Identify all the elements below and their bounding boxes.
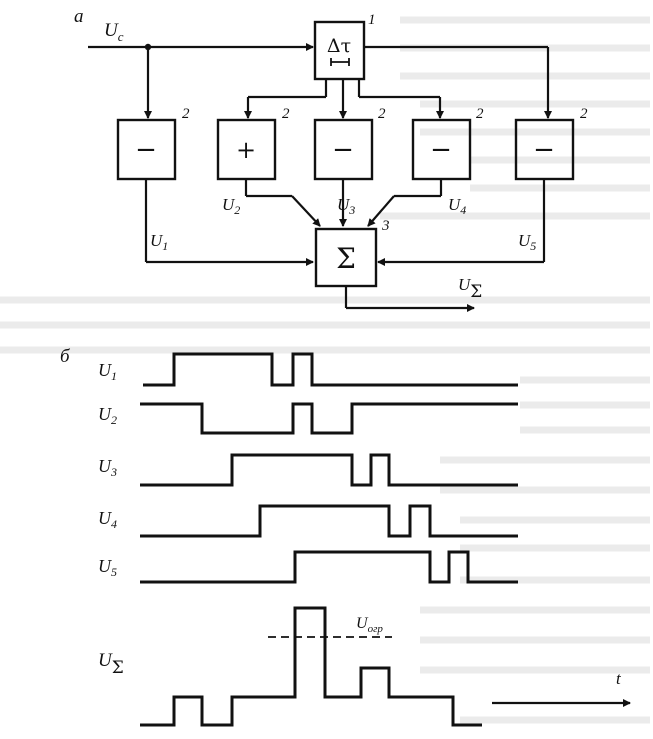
- trace-u2: [140, 402, 518, 435]
- limit-label: Uогр: [356, 615, 383, 635]
- summer-number: 3: [381, 218, 390, 234]
- trace-label-u2: U2: [98, 404, 117, 427]
- signal-label-u2: U2: [222, 195, 240, 217]
- trace-usum: [140, 606, 482, 727]
- time-label: t: [616, 669, 622, 688]
- block-number: 2: [378, 106, 386, 122]
- split-node: [144, 43, 152, 51]
- trace-u4: [140, 504, 518, 538]
- sign-symbol: +: [236, 136, 256, 164]
- input-label: Uc: [104, 20, 124, 44]
- input-line: [88, 43, 314, 119]
- block-number: 2: [282, 106, 290, 122]
- trace-label-u4: U4: [98, 508, 117, 531]
- panel-a-label: а: [74, 6, 84, 27]
- sign-block-1: − 2: [116, 106, 190, 181]
- trace-u5: [140, 550, 518, 584]
- sign-block-5: − 2: [514, 106, 588, 181]
- sign-symbol: −: [332, 135, 354, 165]
- trace-label-u5: U5: [98, 556, 117, 579]
- trace-u1: [143, 352, 518, 387]
- delay-symbol: Δτ: [327, 35, 351, 57]
- block-number: 2: [580, 106, 588, 122]
- delay-block: [313, 20, 366, 81]
- sign-symbol: −: [135, 135, 157, 165]
- sign-symbol: −: [533, 135, 555, 165]
- signal-label-u1: U1: [150, 231, 168, 253]
- signal-label-u5: U5: [518, 231, 536, 253]
- signal-label-u3: U3: [337, 195, 355, 217]
- summer-symbol: Σ: [336, 242, 356, 275]
- delay-output-bus: [244, 45, 552, 119]
- sign-block-2: + 2: [216, 106, 290, 181]
- trace-label-u3: U3: [98, 456, 117, 479]
- trace-label-u1: U1: [98, 360, 117, 383]
- delay-number: 1: [368, 12, 376, 28]
- summer-input-lines: [144, 179, 546, 266]
- timing-traces: [140, 352, 518, 727]
- output-label: UΣ: [458, 275, 482, 302]
- block-number: 2: [476, 106, 484, 122]
- signal-label-u4: U4: [448, 195, 466, 217]
- block-number: 2: [182, 106, 190, 122]
- sum-trace-label: UΣ: [98, 650, 124, 678]
- delay-interval-icon: [330, 58, 350, 66]
- trace-u3: [140, 453, 518, 487]
- sign-block-4: − 2: [411, 106, 484, 181]
- panel-b-label: б: [60, 346, 71, 367]
- sign-block-3: − 2: [313, 106, 386, 181]
- output-line: [344, 286, 475, 312]
- sign-symbol: −: [430, 135, 452, 165]
